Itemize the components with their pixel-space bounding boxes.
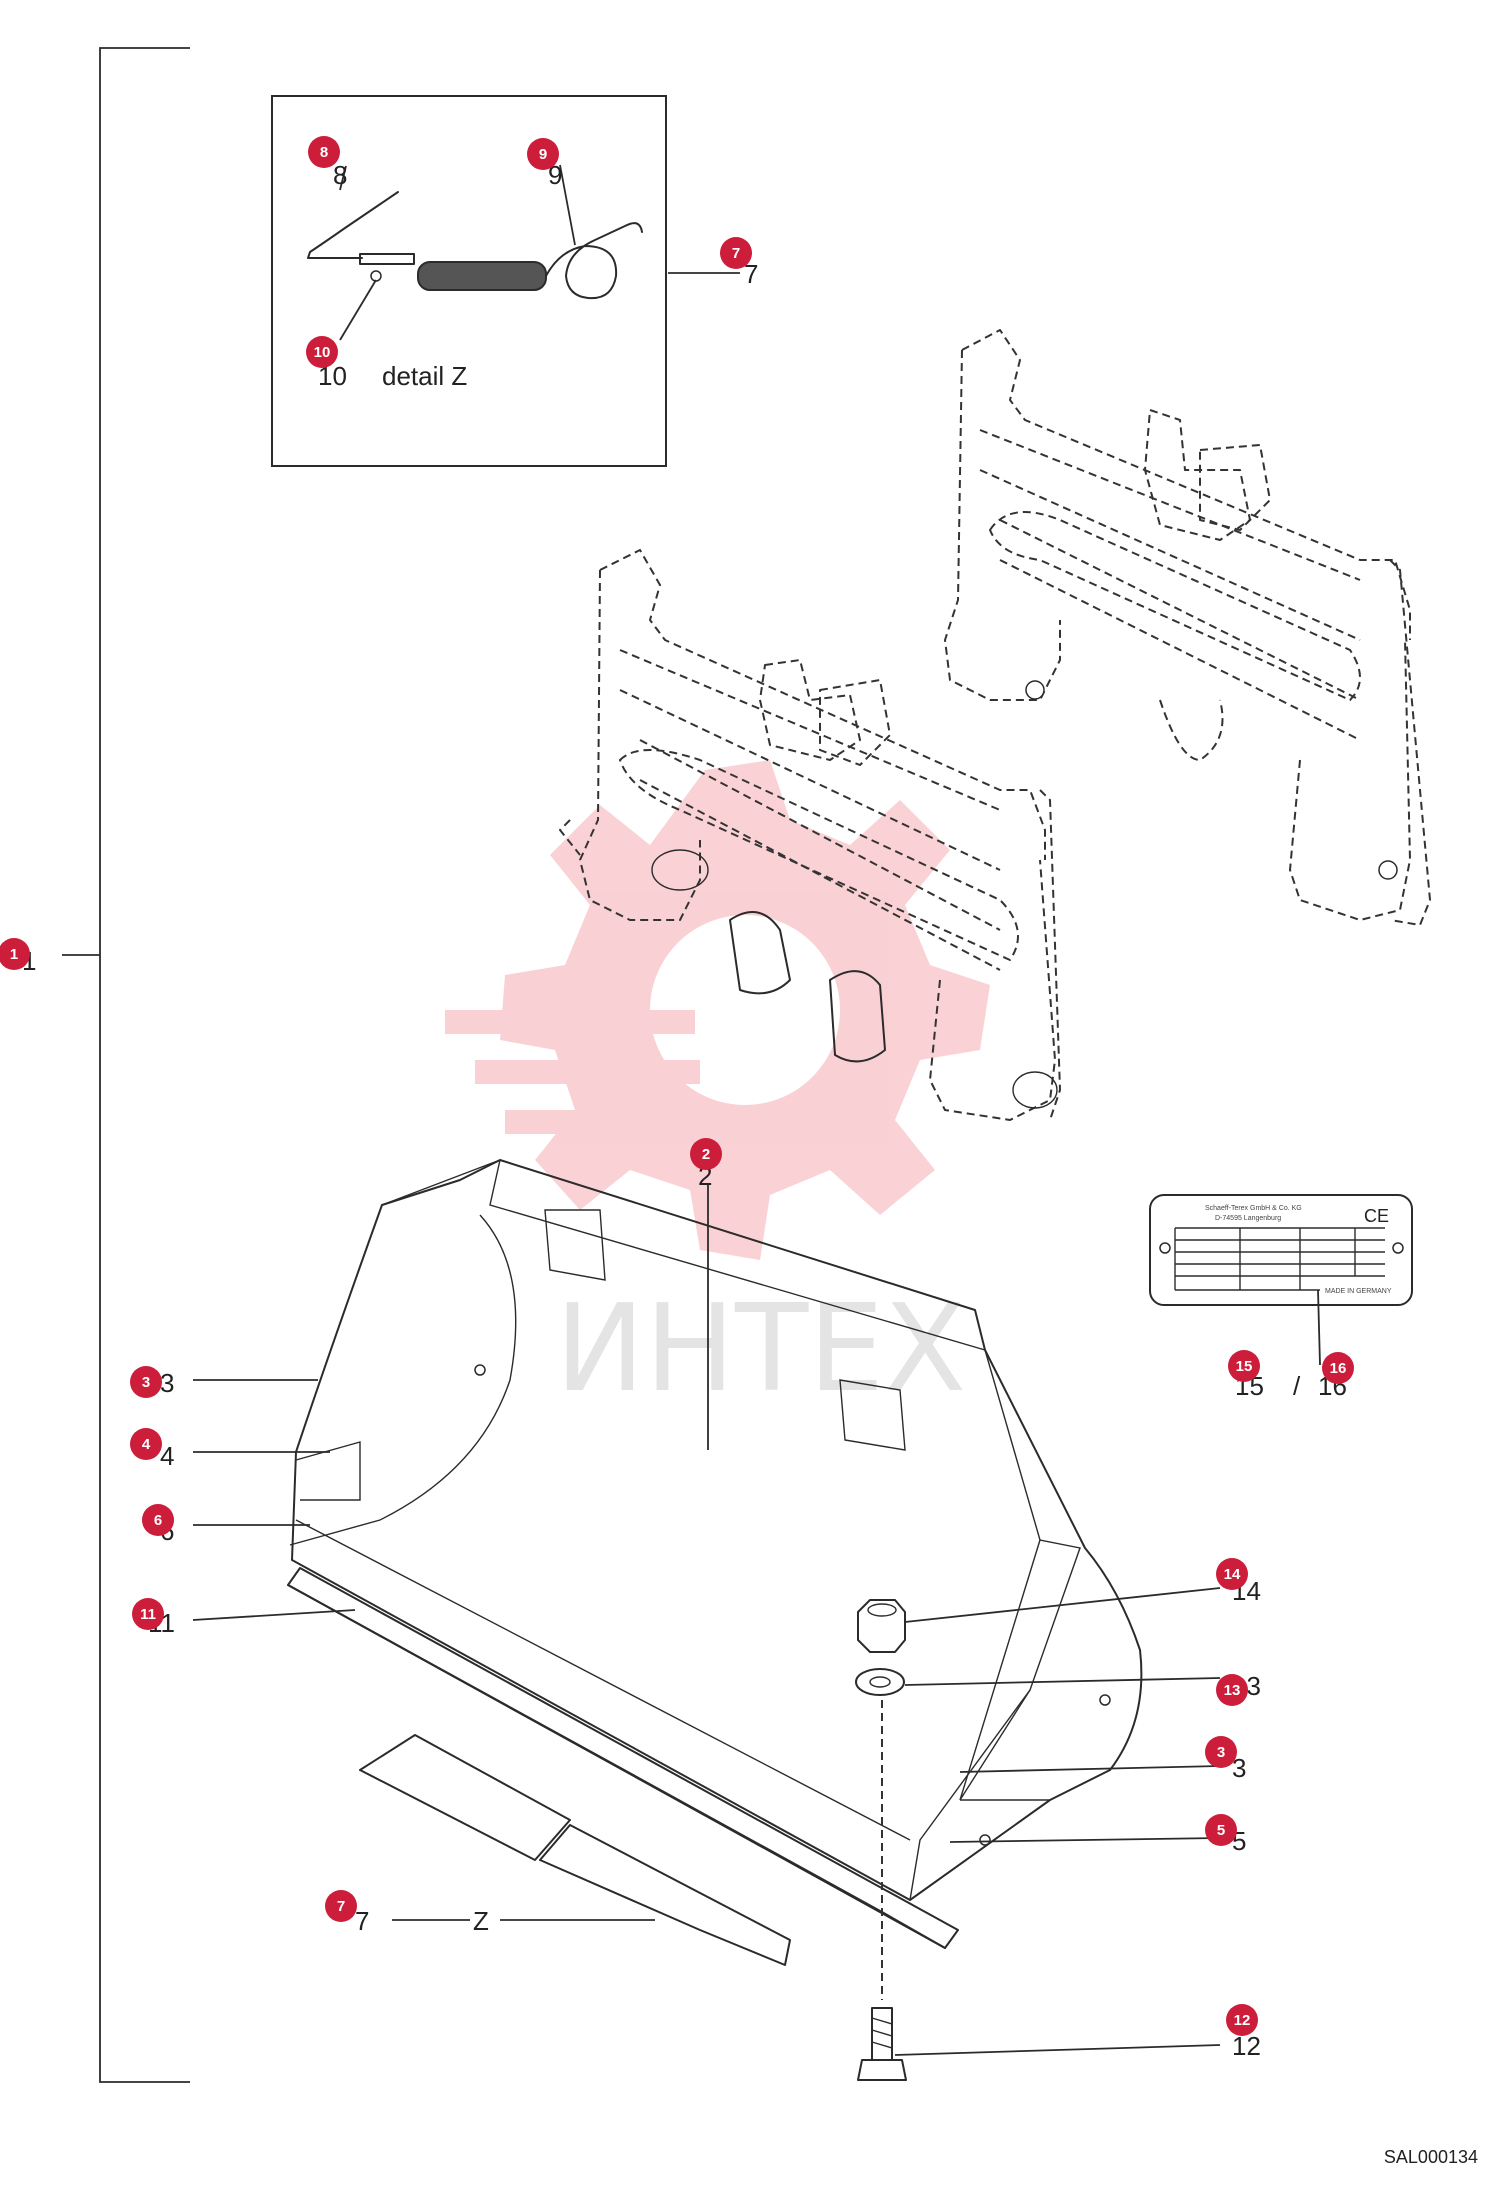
- cylinder-body: [729, 911, 791, 995]
- badge-14[interactable]: 14: [1216, 1558, 1248, 1590]
- svg-text:7: 7: [337, 1898, 345, 1915]
- badge-16[interactable]: 16: [1322, 1352, 1354, 1384]
- svg-text:6: 6: [154, 1512, 162, 1529]
- spring-hook: [545, 222, 643, 300]
- callout-4: 4: [160, 1441, 174, 1471]
- badge-6[interactable]: 6: [142, 1504, 174, 1536]
- drawing-code: SAL000134: [1383, 2147, 1478, 2167]
- bucket-hole-3: [979, 1834, 991, 1846]
- svg-text:15: 15: [1236, 1358, 1253, 1375]
- front-coupler-frame: [559, 549, 1061, 1121]
- watermark: ИНТЕХ: [445, 760, 990, 1419]
- svg-text:12: 12: [1234, 2012, 1251, 2029]
- svg-text:2: 2: [702, 1146, 710, 1163]
- svg-text:4: 4: [142, 1436, 151, 1453]
- leader-lines: [192, 1185, 1221, 2056]
- badge-9[interactable]: 9: [527, 138, 559, 170]
- badge-11[interactable]: 11: [132, 1598, 164, 1630]
- svg-text:3: 3: [1217, 1744, 1225, 1761]
- watermark-gear-icon: [500, 760, 990, 1260]
- washer-icon: [855, 1668, 905, 1696]
- svg-text:5: 5: [1217, 1822, 1225, 1839]
- svg-text:3: 3: [142, 1374, 150, 1391]
- svg-text:9: 9: [539, 146, 547, 163]
- rear-frame-pin: [1025, 680, 1045, 700]
- svg-text:7: 7: [732, 245, 740, 262]
- svg-text:1: 1: [10, 946, 18, 963]
- detail-z-box: 8 9 10 detail Z 7: [271, 95, 758, 467]
- marker-badges: 1 2 3 4 6 11 14 13 3 5 7 12 15 16 8 9 10…: [0, 136, 1354, 2036]
- callout-slash: /: [1293, 1371, 1301, 1401]
- ce-mark: CE: [1364, 1206, 1389, 1226]
- badge-12[interactable]: 12: [1226, 2004, 1258, 2036]
- spring-clip: [307, 191, 399, 259]
- bucket-hole: [474, 1364, 486, 1376]
- badge-7[interactable]: 7: [325, 1890, 357, 1922]
- badge-3[interactable]: 3: [130, 1366, 162, 1398]
- bucket: [289, 1159, 1143, 1901]
- plate-address: D-74595 Langenburg: [1215, 1215, 1281, 1222]
- detail-callout-7: 7: [744, 259, 758, 289]
- wear-strips: [359, 1734, 791, 1966]
- svg-text:14: 14: [1224, 1566, 1241, 1583]
- bolt-icon: [857, 2007, 907, 2081]
- callout-3: 3: [160, 1368, 174, 1398]
- bucket-hook-right: [839, 1379, 906, 1451]
- callout-z: Z: [473, 1906, 489, 1936]
- fastener-set: [855, 1599, 907, 2081]
- name-plate: Schaeff-Terex GmbH & Co. KG D-74595 Lang…: [1149, 1194, 1413, 1366]
- detail-callout-8: 8: [333, 160, 347, 190]
- svg-text:16: 16: [1330, 1360, 1347, 1377]
- callout-3-right: 3: [1232, 1753, 1246, 1783]
- front-frame-pin: [651, 849, 709, 891]
- badge-13[interactable]: 13: [1216, 1674, 1248, 1706]
- rear-coupler-frame: [944, 329, 1431, 926]
- svg-text:10: 10: [314, 344, 331, 361]
- svg-text:13: 13: [1224, 1682, 1241, 1699]
- assembly-bracket: [62, 47, 190, 2083]
- badge-4[interactable]: 4: [130, 1428, 162, 1460]
- badge-10[interactable]: 10: [306, 336, 338, 368]
- nut-icon: [857, 1599, 906, 1653]
- badge-8[interactable]: 8: [308, 136, 340, 168]
- badge-15[interactable]: 15: [1228, 1350, 1260, 1382]
- pin-10: [370, 270, 382, 282]
- callout-7: 7: [355, 1906, 369, 1936]
- detail-callout-9: 9: [548, 160, 562, 190]
- callout-numbers: 1 2 3 4 6 11 14 13 3 5 7 Z 12 15 / 16: [22, 946, 1347, 2061]
- tension-spring: [417, 261, 547, 291]
- watermark-text: ИНТЕХ: [555, 1280, 966, 1419]
- spring-clip-hinge: [359, 253, 415, 265]
- plate-made-in: MADE IN GERMANY: [1325, 1288, 1392, 1295]
- badge-5[interactable]: 5: [1205, 1814, 1237, 1846]
- svg-text:11: 11: [140, 1606, 156, 1623]
- plate-maker: Schaeff-Terex GmbH & Co. KG: [1205, 1205, 1302, 1212]
- rear-frame-pin-2: [1378, 860, 1398, 880]
- badge-3-right[interactable]: 3: [1205, 1736, 1237, 1768]
- bucket-hole-2: [1099, 1694, 1111, 1706]
- badge-1[interactable]: 1: [0, 938, 30, 970]
- front-frame-pin-2: [1012, 1071, 1058, 1109]
- badge-2[interactable]: 2: [690, 1138, 722, 1170]
- badge-7-detail[interactable]: 7: [720, 237, 752, 269]
- detail-z-label: detail Z: [382, 361, 467, 391]
- callout-12: 12: [1232, 2031, 1261, 2061]
- bucket-hook-left: [544, 1209, 606, 1281]
- svg-text:8: 8: [320, 144, 328, 161]
- cylinder-body-2: [829, 970, 886, 1063]
